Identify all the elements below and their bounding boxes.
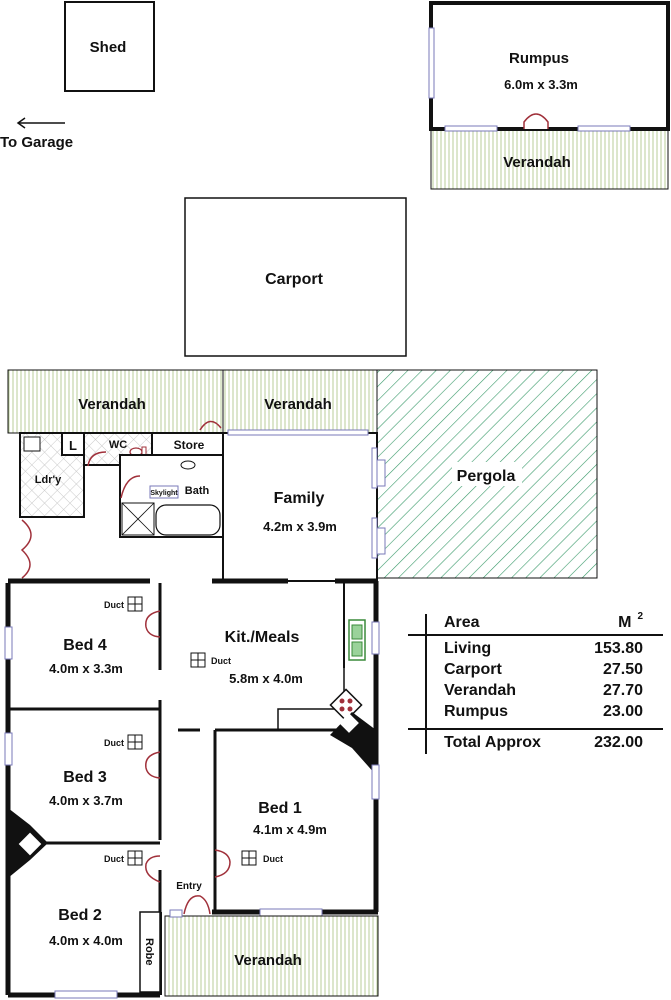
pergola-label: Pergola — [457, 468, 516, 485]
kitchen-dim: 5.8m x 4.0m — [229, 671, 303, 686]
entry-door[interactable] — [183, 895, 211, 915]
area-total-value: 232.00 — [594, 734, 643, 751]
rumpus-dim: 6.0m x 3.3m — [504, 77, 578, 92]
area-total-label: Total Approx — [444, 734, 541, 751]
robe — [139, 911, 161, 993]
linen-label: L — [69, 438, 77, 453]
duct-bed2 — [127, 850, 143, 866]
bed3-window — [4, 732, 13, 766]
wc-door[interactable] — [87, 451, 107, 467]
kitchen-label: Kit./Meals — [225, 629, 300, 646]
rumpus-verandah-label: Verandah — [503, 154, 571, 171]
area-row-label: Rumpus — [444, 703, 508, 720]
family-window-top — [227, 429, 369, 436]
area-row-value: 153.80 — [594, 640, 643, 657]
carport-label: Carport — [265, 271, 323, 288]
bed3-door[interactable] — [145, 751, 161, 779]
bed1-door[interactable] — [214, 849, 231, 878]
area-row-label: Verandah — [444, 682, 517, 699]
entry-label: Entry — [176, 881, 202, 892]
entry-side-light — [169, 909, 183, 918]
verandah-left-label: Verandah — [78, 396, 146, 413]
area-row-value: 27.70 — [602, 682, 643, 699]
rumpus-window-left — [428, 27, 435, 99]
area-row-value: 23.00 — [602, 703, 643, 720]
bed4-door[interactable] — [145, 610, 161, 638]
bed4-window — [4, 626, 13, 660]
verandah-bottom-label: Verandah — [234, 952, 302, 969]
verandah-door[interactable] — [199, 420, 222, 431]
family-label: Family — [274, 490, 325, 507]
rumpus-window-bottom-right — [577, 125, 631, 132]
bed4-dim: 4.0m x 3.3m — [49, 661, 123, 676]
family-room — [222, 432, 378, 582]
cooktop-icon — [329, 688, 363, 722]
duct-bed3 — [127, 734, 143, 750]
rumpus-door[interactable] — [523, 113, 549, 129]
kitchen-window — [371, 621, 380, 655]
robe-label: Robe — [143, 938, 155, 966]
bed1-window-bottom — [259, 908, 323, 917]
bath-door[interactable] — [120, 475, 141, 499]
skylight-icon — [149, 485, 179, 499]
area-row-value: 27.50 — [602, 661, 643, 678]
bed2-label: Bed 2 — [58, 907, 102, 924]
area-row: Living 153.80 — [408, 638, 663, 659]
bed1-label: Bed 1 — [258, 800, 302, 817]
bed2-window — [54, 990, 118, 999]
shed-label: Shed — [90, 39, 127, 56]
carport — [184, 197, 407, 357]
shed — [64, 1, 155, 92]
area-row-label: Carport — [444, 661, 502, 678]
fireplace-kitchen — [330, 712, 376, 775]
family-dim: 4.2m x 3.9m — [263, 519, 337, 534]
laundry-tub — [23, 436, 41, 452]
duct-kitchen-label: Duct — [211, 656, 231, 666]
bed1-window — [371, 764, 380, 800]
bed4-label: Bed 4 — [63, 637, 107, 654]
wc-label: WC — [109, 439, 127, 451]
store-label: Store — [174, 438, 205, 452]
duct-bed1 — [241, 850, 257, 866]
area-row-label: Living — [444, 640, 492, 657]
rumpus — [429, 1, 670, 131]
verandah-mid-label: Verandah — [264, 396, 332, 413]
to-garage-label: To Garage — [0, 134, 73, 151]
area-row: Carport 27.50 — [408, 659, 663, 680]
bath-label: Bath — [185, 485, 210, 497]
area-header-label: Area — [444, 614, 480, 631]
family-sliding-door-upper[interactable] — [371, 447, 386, 489]
bed1-dim: 4.1m x 4.9m — [253, 822, 327, 837]
laundry-label: Ldr'y — [35, 474, 62, 486]
to-garage-arrow — [16, 117, 65, 129]
rumpus-verandah — [430, 128, 669, 190]
bathtub-icon — [155, 504, 221, 536]
rumpus-label: Rumpus — [509, 50, 569, 67]
duct-bed4 — [127, 596, 143, 612]
area-row: Verandah 27.70 — [408, 680, 663, 701]
rumpus-window-bottom-left — [444, 125, 498, 132]
basin-icon — [180, 460, 196, 470]
duct-bed1-label: Duct — [263, 854, 283, 864]
bed2-dim: 4.0m x 4.0m — [49, 933, 123, 948]
duct-bed3-label: Duct — [104, 738, 124, 748]
family-sliding-door-lower[interactable] — [371, 517, 386, 559]
bed3-dim: 4.0m x 3.7m — [49, 793, 123, 808]
skylight-label: Skylight — [150, 490, 178, 497]
verandah-bottom — [164, 915, 379, 997]
bed2-door[interactable] — [145, 855, 161, 883]
area-total-row: Total Approx 232.00 — [408, 728, 663, 753]
laundry-door[interactable] — [20, 519, 32, 579]
duct-bed2-label: Duct — [104, 854, 124, 864]
duct-bed4-label: Duct — [104, 600, 124, 610]
duct-kitchen — [190, 652, 206, 668]
bed3-label: Bed 3 — [63, 769, 107, 786]
area-row: Rumpus 23.00 — [408, 701, 663, 722]
